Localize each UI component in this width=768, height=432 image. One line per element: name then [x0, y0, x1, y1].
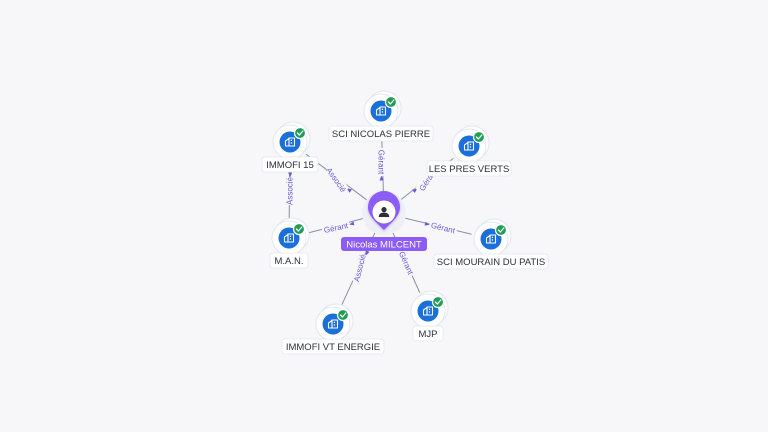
check-icon — [384, 95, 398, 109]
building-icon — [284, 137, 296, 147]
relation-label: Gérant — [430, 221, 457, 236]
edge-label-bg — [350, 252, 368, 283]
company-label-box — [261, 156, 319, 173]
company-node-man[interactable]: M.A.N. — [269, 217, 310, 269]
company-label-box — [433, 253, 549, 270]
company-name: SCI NICOLAS PIERRE — [332, 129, 430, 140]
company-label-box — [412, 325, 444, 342]
company-node-immofi-vt-energie[interactable]: IMMOFI VT ENERGIE — [281, 303, 385, 355]
relation-label: Gérant — [377, 150, 386, 175]
edge-arrow — [424, 221, 430, 226]
building-icon — [422, 306, 434, 316]
edge-arrow — [379, 175, 384, 181]
edge-arrow — [412, 188, 418, 194]
relation-label: Associé — [286, 176, 295, 205]
company-name: IMMOFI VT ENERGIE — [286, 342, 380, 353]
company-node-les-pres-verts[interactable]: LES PRES VERTS — [426, 125, 512, 177]
check-icon — [293, 126, 307, 140]
company-name: MJP — [419, 329, 438, 340]
check-icon — [431, 295, 445, 309]
company-node-mjp[interactable]: MJP — [410, 290, 449, 342]
person-name: Nicolas MILCENT — [346, 239, 422, 250]
edge-label-bg — [324, 165, 349, 194]
edge-label-bg — [377, 148, 387, 176]
edge-arrow — [288, 172, 293, 178]
person-name-tag — [341, 237, 427, 251]
check-icon — [292, 222, 306, 236]
edge-arrow — [349, 221, 355, 226]
edge-label-bg — [284, 177, 294, 205]
person-icon — [378, 207, 390, 217]
edge-label-bg — [321, 219, 351, 235]
edge-arrow — [365, 250, 370, 256]
building-icon — [327, 319, 339, 329]
company-name: M.A.N. — [274, 256, 303, 267]
building-icon — [375, 106, 387, 116]
building-icon — [283, 233, 295, 243]
check-icon — [336, 308, 350, 322]
edge-label-bg — [396, 247, 418, 278]
company-label-box — [426, 160, 512, 177]
company-label-box — [328, 125, 434, 142]
relation-label: Associé — [352, 253, 368, 283]
person-node[interactable]: Nicolas MILCENT — [341, 191, 427, 251]
building-icon — [463, 141, 475, 151]
company-node-sci-mourain-du-patis[interactable]: SCI MOURAIN DU PATIS — [433, 218, 549, 270]
company-label-box — [269, 252, 309, 269]
edge-arrow — [346, 188, 352, 193]
company-name: LES PRES VERTS — [429, 164, 510, 175]
company-label-box — [281, 338, 385, 355]
check-icon — [494, 223, 508, 237]
edge-label-bg — [428, 218, 459, 236]
check-icon — [472, 130, 486, 144]
relation-label: Gérant — [323, 221, 350, 235]
company-node-sci-nicolas-pierre[interactable]: SCI NICOLAS PIERRE — [328, 90, 434, 142]
company-name: SCI MOURAIN DU PATIS — [437, 257, 545, 268]
company-node-immofi-15[interactable]: IMMOFI 15 — [261, 121, 319, 173]
building-icon — [485, 234, 497, 244]
company-name: IMMOFI 15 — [266, 160, 314, 171]
